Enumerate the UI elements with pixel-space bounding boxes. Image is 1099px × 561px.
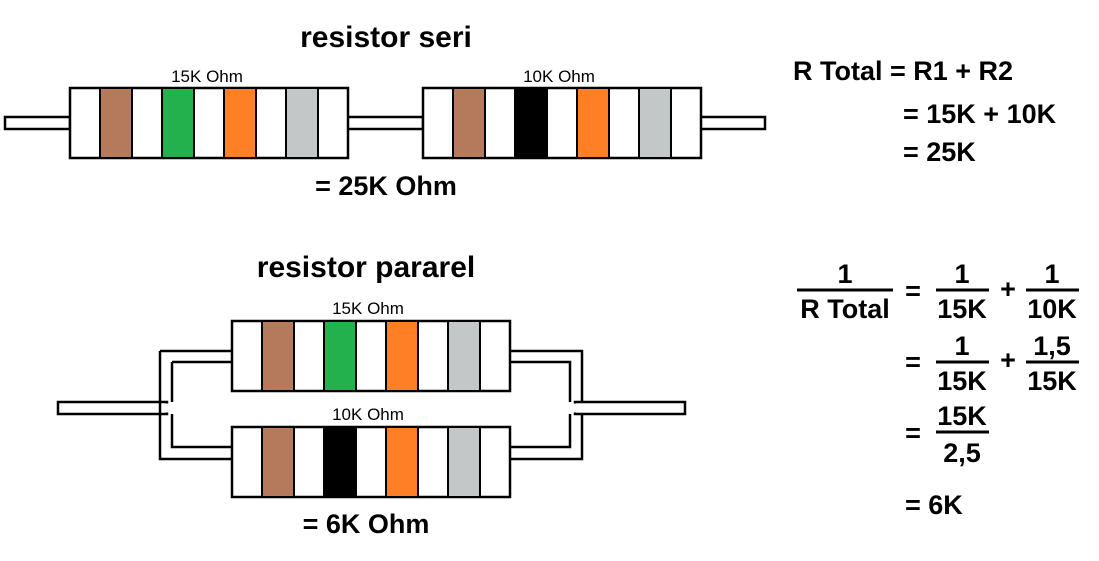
parallel-resistor-10k-band-3-orange	[385, 426, 419, 498]
parallel-result: = 6K Ohm	[303, 509, 430, 539]
fraction2-denominator: 10K	[1027, 294, 1077, 324]
parallel-wire-left	[158, 349, 233, 461]
parallel-resistor-10k-band-4-grey	[447, 426, 481, 498]
fraction2-numerator: 1	[1044, 259, 1059, 289]
series-formula-line2: = 15K + 10K	[903, 99, 1057, 129]
series-resistor-15k-band-4-grey	[285, 87, 319, 159]
series-resistor-10k	[421, 86, 703, 160]
series-resistor-15k	[68, 86, 350, 160]
series-result: = 25K Ohm	[315, 171, 457, 201]
parallel-title: resistor pararel	[257, 251, 475, 284]
parallel-joint-left	[161, 403, 172, 413]
series-r2-label: 10K Ohm	[523, 67, 595, 86]
equals-sign-1: =	[905, 276, 921, 306]
fraction3-denominator: 15K	[937, 366, 987, 396]
fraction1-denominator: 15K	[937, 294, 987, 324]
parallel-r1-label: 15K Ohm	[332, 299, 404, 318]
parallel-lead-left	[56, 400, 169, 416]
series-resistor-10k-band-4-grey	[638, 87, 672, 159]
series-resistor-10k-band-1-brown	[452, 87, 486, 159]
series-resistor-10k-band-2-black	[514, 87, 548, 159]
equals-sign-3: =	[905, 418, 921, 448]
parallel-resistor-10k-band-1-brown	[261, 426, 295, 498]
series-circuit	[3, 86, 767, 160]
parallel-resistor-15k-band-2-green	[323, 320, 357, 392]
fraction5-numerator: 15K	[937, 401, 987, 431]
parallel-lead-right	[573, 400, 687, 416]
series-resistor-15k-band-2-green	[161, 87, 195, 159]
parallel-formula: 1 R Total = 1 15K + 1 10K = 1 15K + 1,5 …	[797, 259, 1079, 520]
series-lead-middle	[344, 115, 425, 131]
fraction3-numerator: 1	[954, 331, 969, 361]
fraction1-numerator: 1	[954, 259, 969, 289]
series-r1-label: 15K Ohm	[171, 67, 243, 86]
series-formula-line1: R Total = R1 + R2	[793, 56, 1013, 86]
plus-sign-2: +	[1000, 345, 1016, 375]
fraction5-denominator: 2,5	[943, 438, 981, 468]
parallel-resistor-15k	[230, 319, 512, 393]
parallel-r2-label: 10K Ohm	[332, 405, 404, 424]
plus-sign-1: +	[1000, 274, 1016, 304]
series-resistor-15k-band-1-brown	[99, 87, 133, 159]
parallel-circuit	[56, 319, 687, 499]
parallel-joint-right	[571, 403, 582, 413]
parallel-final: = 6K	[905, 490, 963, 520]
series-lead-right	[697, 115, 767, 131]
lhs-denominator: R Total	[800, 294, 890, 324]
parallel-resistor-15k-band-3-orange	[385, 320, 419, 392]
parallel-resistor-10k-band-2-black	[323, 426, 357, 498]
series-formula: R Total = R1 + R2 = 15K + 10K = 25K	[793, 56, 1057, 167]
equals-sign-2: =	[905, 347, 921, 377]
parallel-resistor-15k-band-1-brown	[261, 320, 295, 392]
parallel-resistor-10k	[230, 425, 512, 499]
parallel-resistor-15k-band-4-grey	[447, 320, 481, 392]
series-formula-line3: = 25K	[903, 137, 976, 167]
series-resistor-10k-band-3-orange	[576, 87, 610, 159]
parallel-wire-right	[510, 349, 584, 461]
fraction4-denominator: 15K	[1027, 366, 1077, 396]
series-lead-left	[3, 115, 72, 131]
fraction4-numerator: 1,5	[1033, 331, 1071, 361]
series-resistor-15k-band-3-orange	[223, 87, 257, 159]
series-title: resistor seri	[300, 21, 472, 54]
lhs-numerator: 1	[837, 259, 852, 289]
